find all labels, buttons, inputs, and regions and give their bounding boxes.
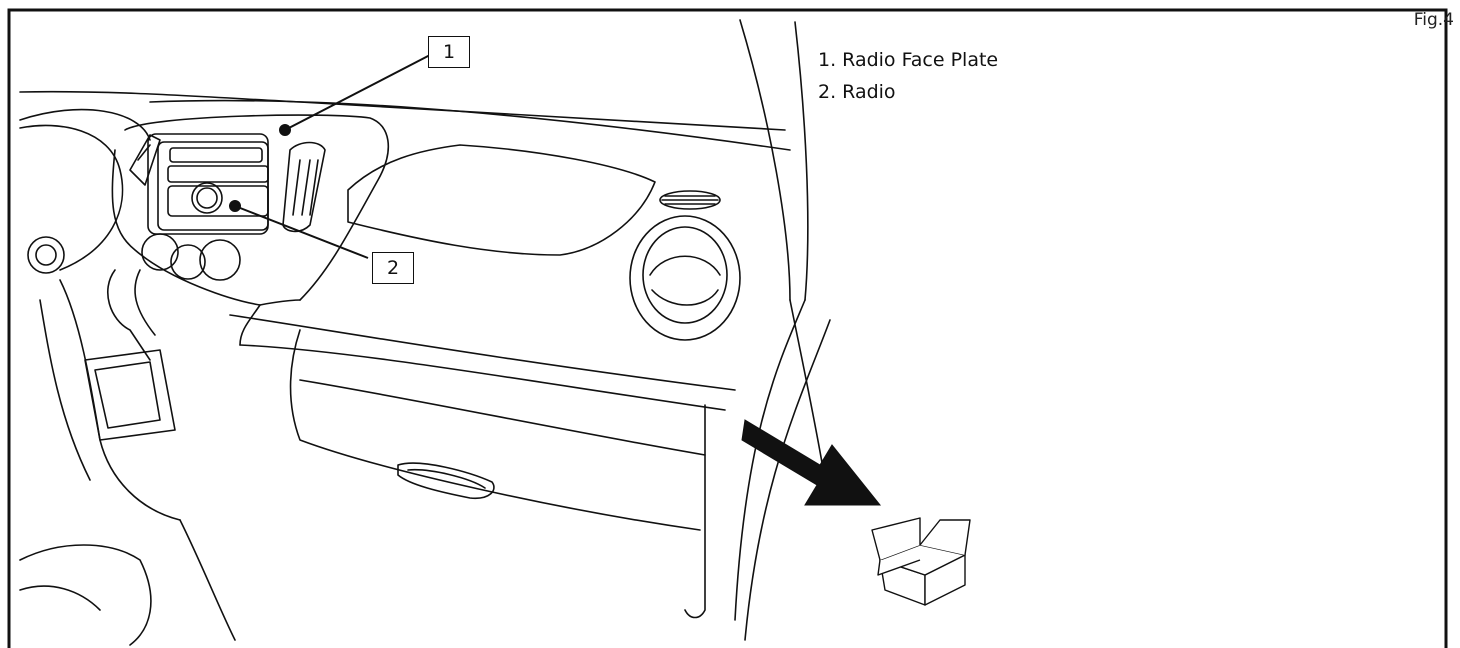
- dashboard-linework: [19, 19, 831, 646]
- figure-label: Fig.4: [1413, 10, 1454, 30]
- callout-leaders: [229, 54, 431, 259]
- legend: 1. Radio Face Plate 2. Radio: [818, 44, 998, 108]
- legend-item-radio: 2. Radio: [818, 81, 896, 103]
- storage-box-icon: [871, 517, 971, 606]
- legend-item-radio-face-plate: 1. Radio Face Plate: [818, 49, 999, 71]
- figure-border: [7, 8, 1448, 648]
- callout-2: 2: [372, 252, 414, 284]
- removal-arrow-icon: [741, 419, 882, 506]
- callout-1: 1: [428, 36, 470, 68]
